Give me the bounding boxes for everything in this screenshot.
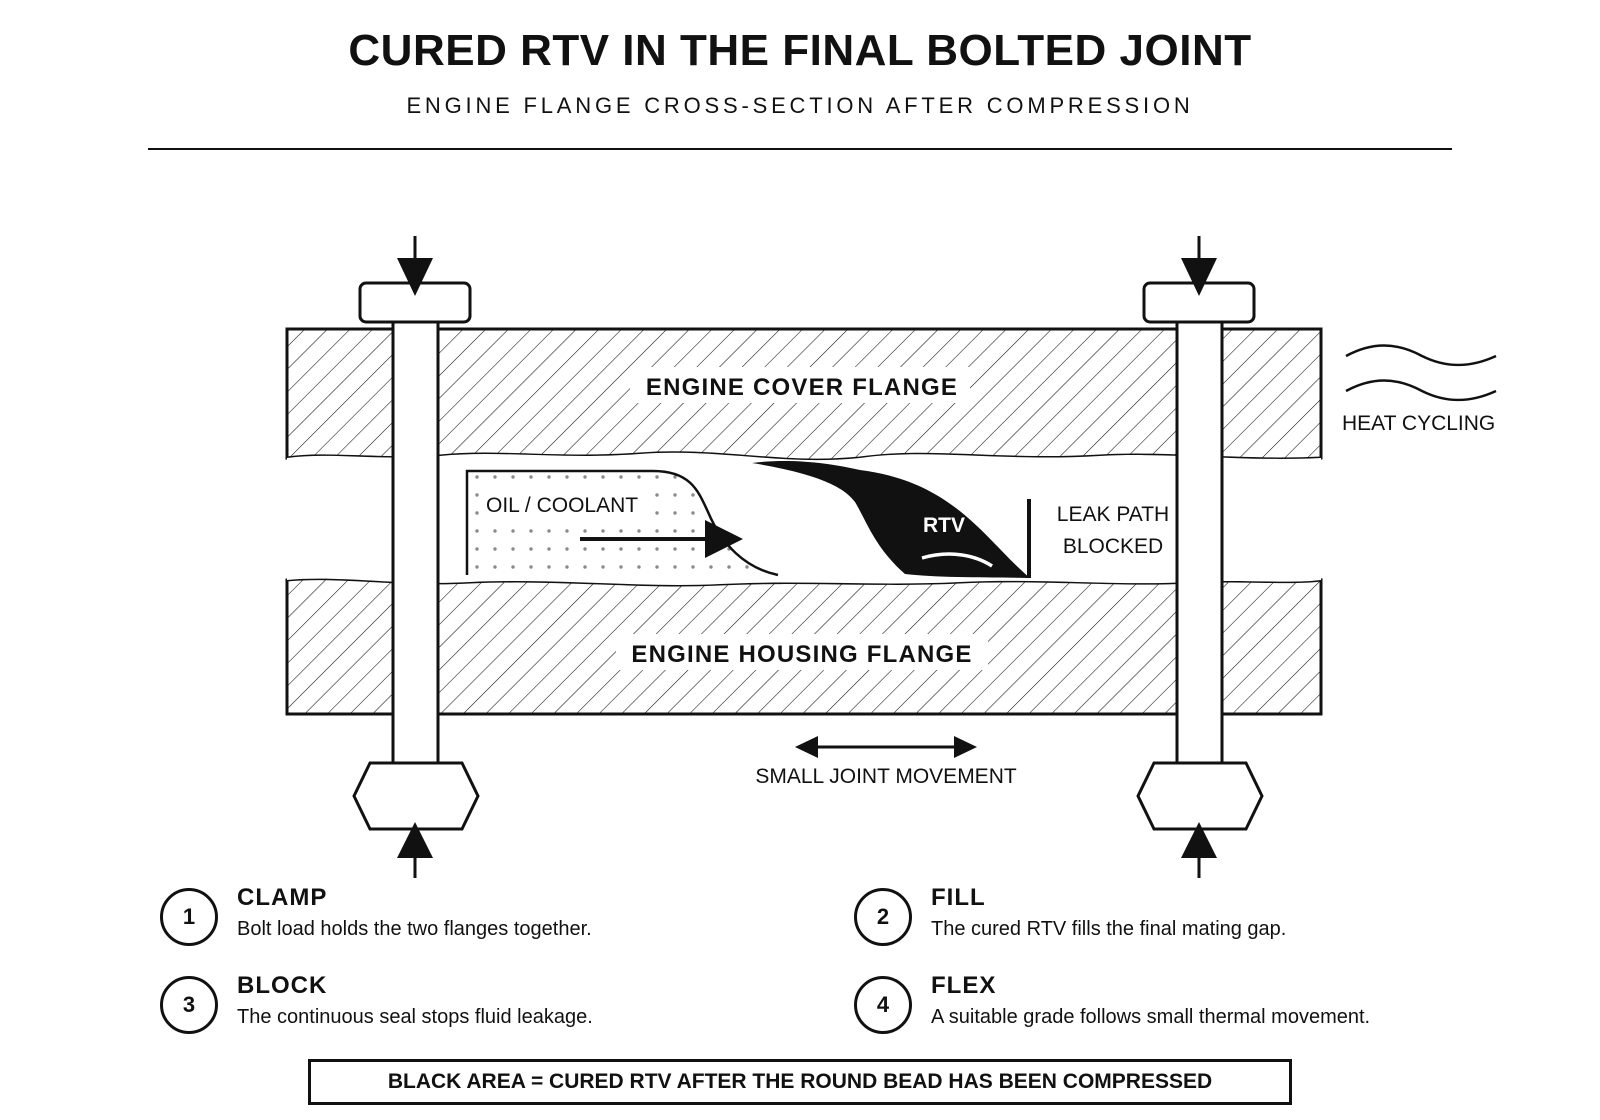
step-fill: 2 FILL The cured RTV fills the final mat… — [854, 884, 1534, 958]
fluid-flow-arrow — [580, 520, 743, 558]
oil-coolant-label: OIL / COOLANT — [486, 494, 638, 517]
leak-path-label-line2: BLOCKED — [1063, 535, 1163, 558]
step-description: A suitable grade follows small thermal m… — [931, 1006, 1371, 1028]
step-description: Bolt load holds the two flanges together… — [237, 918, 592, 940]
step-title: FLEX — [931, 972, 997, 999]
housing-label-backing — [616, 634, 988, 670]
step-number-badge: 1 — [160, 888, 218, 946]
housing-flange-label: ENGINE HOUSING FLANGE — [631, 641, 972, 668]
step-flex: 4 FLEX A suitable grade follows small th… — [854, 972, 1534, 1046]
rtv-highlight-curve — [921, 552, 993, 568]
joint-movement-arrow — [795, 736, 977, 758]
step-number-badge: 4 — [854, 976, 912, 1034]
step-title: BLOCK — [237, 972, 328, 999]
heat-wave-icon — [1345, 344, 1497, 402]
cover-label-backing — [630, 367, 970, 403]
header-divider — [148, 148, 1452, 150]
left-bolt-load-arrow-up — [397, 822, 433, 878]
step-block: 3 BLOCK The continuous seal stops fluid … — [160, 972, 840, 1046]
legend-box: BLACK AREA = CURED RTV AFTER THE ROUND B… — [308, 1059, 1292, 1105]
right-bolt — [1136, 281, 1264, 831]
cover-flange-label: ENGINE COVER FLANGE — [646, 374, 958, 401]
right-bolt-load-arrow-down — [1181, 236, 1217, 296]
page-title: CURED RTV IN THE FINAL BOLTED JOINT — [348, 26, 1252, 75]
step-clamp: 1 CLAMP Bolt load holds the two flanges … — [160, 884, 840, 958]
step-description: The continuous seal stops fluid leakage. — [237, 1006, 593, 1028]
step-title: CLAMP — [237, 884, 328, 911]
step-title: FILL — [931, 884, 986, 911]
cured-rtv-area — [752, 460, 1030, 578]
step-description: The cured RTV fills the final mating gap… — [931, 918, 1287, 940]
rtv-label: RTV — [923, 514, 965, 537]
left-bolt-load-arrow-down — [397, 236, 433, 296]
joint-movement-label: SMALL JOINT MOVEMENT — [755, 765, 1017, 788]
leak-path-label-line1: LEAK PATH — [1057, 503, 1169, 526]
flange-cross-section-diagram: ENGINE COVER FLANGE ENGINE HOUSING FLANG… — [285, 236, 1497, 878]
right-bolt-load-arrow-up — [1181, 822, 1217, 878]
step-number-badge: 3 — [160, 976, 218, 1034]
heat-cycling-label: HEAT CYCLING — [1342, 412, 1495, 435]
step-number-badge: 2 — [854, 888, 912, 946]
page-subtitle: ENGINE FLANGE CROSS-SECTION AFTER COMPRE… — [406, 93, 1194, 118]
